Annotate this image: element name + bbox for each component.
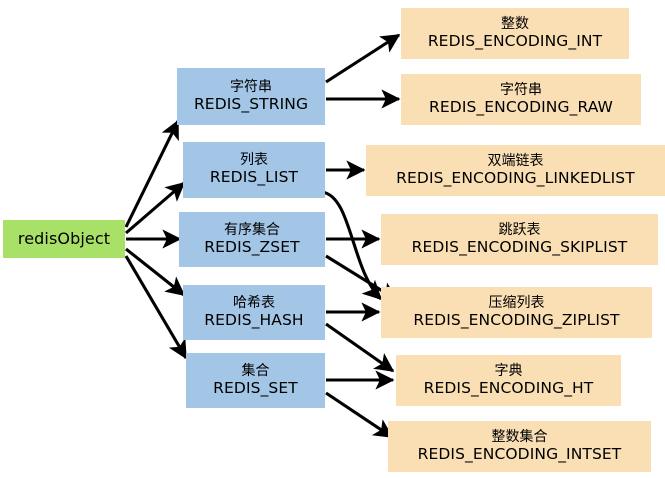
edge-root-to-hash bbox=[125, 247, 186, 297]
node-redis-object[interactable]: redisObject bbox=[3, 220, 125, 258]
node-encoding-ht-code: REDIS_ENCODING_HT bbox=[423, 378, 594, 397]
edge-string-to-int bbox=[325, 33, 401, 84]
node-redis-set-code: REDIS_SET bbox=[213, 378, 298, 397]
node-encoding-raw[interactable]: 字符串 REDIS_ENCODING_RAW bbox=[401, 74, 641, 125]
node-redis-set[interactable]: 集合 REDIS_SET bbox=[186, 353, 325, 408]
node-encoding-raw-cn: 字符串 bbox=[500, 81, 542, 98]
node-redis-set-cn: 集合 bbox=[241, 362, 270, 379]
edge-set-to-intset bbox=[325, 391, 394, 439]
node-redis-object-label: redisObject bbox=[17, 229, 111, 249]
edge-root-to-list bbox=[124, 181, 186, 235]
node-encoding-int-cn: 整数 bbox=[501, 15, 529, 32]
node-redis-hash[interactable]: 哈希表 REDIS_HASH bbox=[183, 285, 325, 340]
edge-root-to-set bbox=[124, 255, 188, 360]
node-encoding-int-code: REDIS_ENCODING_INT bbox=[427, 31, 603, 50]
node-redis-string[interactable]: 字符串 REDIS_STRING bbox=[177, 68, 325, 125]
node-encoding-ht[interactable]: 字典 REDIS_ENCODING_HT bbox=[396, 355, 621, 406]
node-encoding-int[interactable]: 整数 REDIS_ENCODING_INT bbox=[401, 8, 629, 59]
node-redis-list[interactable]: 列表 REDIS_LIST bbox=[183, 142, 325, 198]
node-redis-string-code: REDIS_STRING bbox=[193, 94, 309, 113]
node-encoding-linkedlist-cn: 双端链表 bbox=[487, 152, 544, 169]
node-encoding-skiplist-cn: 跳跃表 bbox=[498, 221, 541, 238]
node-encoding-ziplist-cn: 压缩列表 bbox=[488, 294, 545, 311]
node-redis-list-code: REDIS_LIST bbox=[209, 168, 299, 187]
node-redis-zset-cn: 有序集合 bbox=[224, 221, 280, 238]
node-encoding-ziplist[interactable]: 压缩列表 REDIS_ENCODING_ZIPLIST bbox=[381, 287, 652, 338]
node-encoding-intset[interactable]: 整数集合 REDIS_ENCODING_INTSET bbox=[388, 421, 651, 472]
node-encoding-linkedlist[interactable]: 双端链表 REDIS_ENCODING_LINKEDLIST bbox=[366, 145, 665, 196]
node-redis-string-cn: 字符串 bbox=[230, 78, 272, 95]
node-redis-list-cn: 列表 bbox=[240, 152, 268, 169]
node-encoding-linkedlist-code: REDIS_ENCODING_LINKEDLIST bbox=[396, 168, 635, 187]
node-redis-hash-code: REDIS_HASH bbox=[204, 310, 304, 329]
node-encoding-intset-code: REDIS_ENCODING_INTSET bbox=[417, 444, 622, 463]
node-encoding-skiplist[interactable]: 跳跃表 REDIS_ENCODING_SKIPLIST bbox=[381, 214, 658, 265]
node-encoding-intset-cn: 整数集合 bbox=[491, 428, 548, 445]
node-encoding-ziplist-code: REDIS_ENCODING_ZIPLIST bbox=[413, 310, 620, 329]
node-encoding-raw-code: REDIS_ENCODING_RAW bbox=[429, 97, 613, 116]
node-encoding-skiplist-code: REDIS_ENCODING_SKIPLIST bbox=[411, 237, 628, 256]
node-redis-zset-code: REDIS_ZSET bbox=[204, 237, 300, 256]
node-encoding-ht-cn: 字典 bbox=[494, 362, 523, 379]
node-redis-zset[interactable]: 有序集合 REDIS_ZSET bbox=[179, 212, 325, 267]
edge-list-to-ziplist bbox=[321, 190, 383, 301]
node-redis-hash-cn: 哈希表 bbox=[233, 294, 275, 311]
edge-root-to-string bbox=[124, 119, 180, 228]
